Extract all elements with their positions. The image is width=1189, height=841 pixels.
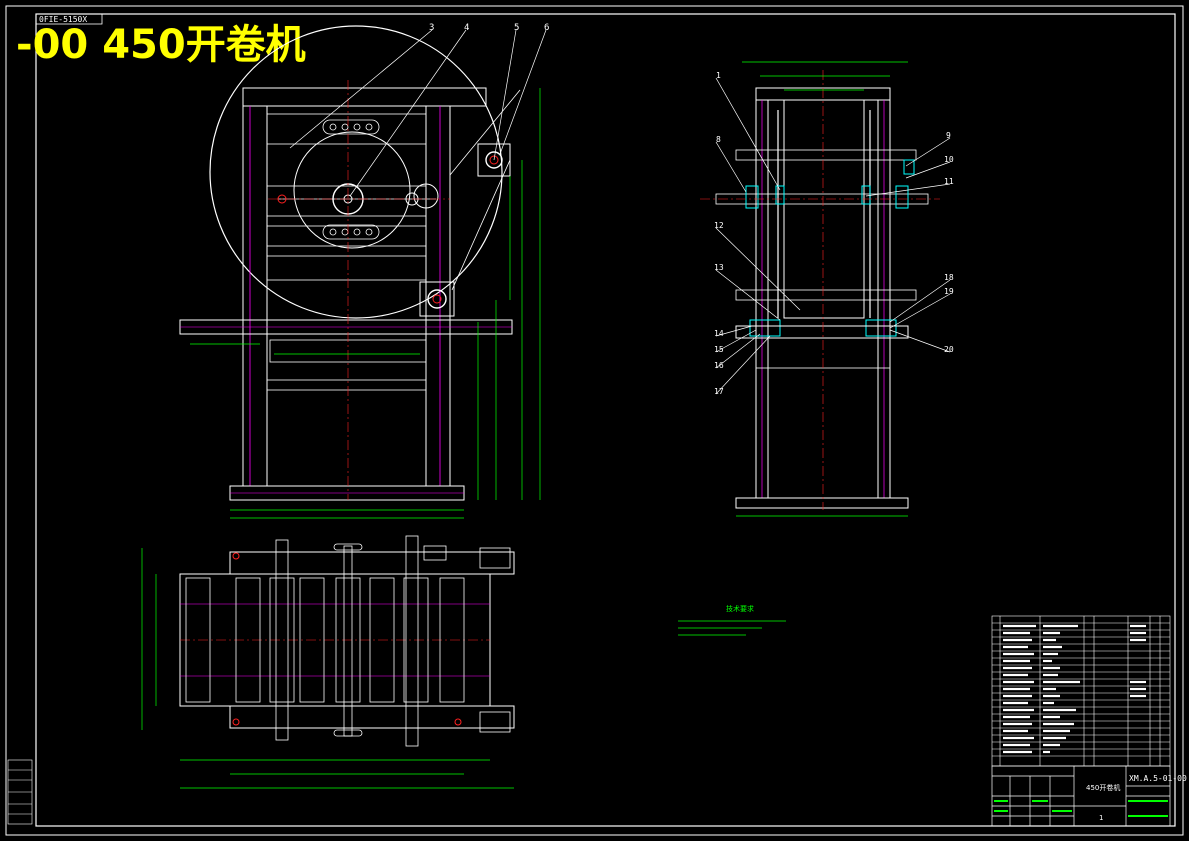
callout-1: 1 xyxy=(716,71,721,80)
top-left-box xyxy=(35,13,103,25)
parts-list xyxy=(991,615,1171,767)
callout-10: 10 xyxy=(944,155,954,164)
tech-req-title: 技术要求 xyxy=(726,604,754,613)
callout-17: 17 xyxy=(714,387,724,396)
callout-4: 4 xyxy=(464,23,469,33)
drawing-title: -00 450开卷机 xyxy=(16,22,306,68)
side-view xyxy=(700,61,951,517)
callout-15: 15 xyxy=(714,345,724,354)
callout-12: 12 xyxy=(714,221,724,230)
front-view xyxy=(179,25,547,519)
callout-3: 3 xyxy=(429,23,434,33)
mandrel-circle xyxy=(293,131,411,249)
callout-19: 19 xyxy=(944,287,954,296)
title-block-green xyxy=(994,800,1168,817)
callout-6: 6 xyxy=(544,23,549,33)
callout-18: 18 xyxy=(944,273,954,282)
callout-13: 13 xyxy=(714,263,724,272)
technical-requirements: 技术要求 xyxy=(678,604,786,636)
outer-frame xyxy=(5,5,1184,836)
scale-value: 1 xyxy=(1099,814,1103,822)
reel-circle xyxy=(209,25,503,319)
callout-11: 11 xyxy=(944,177,954,186)
callout-8: 8 xyxy=(716,135,721,144)
parts-list-fill xyxy=(1003,624,1146,754)
inner-frame xyxy=(35,13,1176,827)
drawing-number: XM.A.5-01-00 xyxy=(1129,774,1187,783)
top-left-box-text: 0FIE-5150X xyxy=(39,15,87,24)
callout-20: 20 xyxy=(944,345,954,354)
callout-14: 14 xyxy=(714,329,724,338)
left-edge-table xyxy=(7,759,33,825)
title-block xyxy=(991,765,1171,827)
top-view xyxy=(141,535,515,789)
part-name: 450开卷机 xyxy=(1086,783,1120,792)
callout-16: 16 xyxy=(714,361,724,370)
callout-5: 5 xyxy=(514,23,519,33)
callout-9: 9 xyxy=(946,131,951,140)
